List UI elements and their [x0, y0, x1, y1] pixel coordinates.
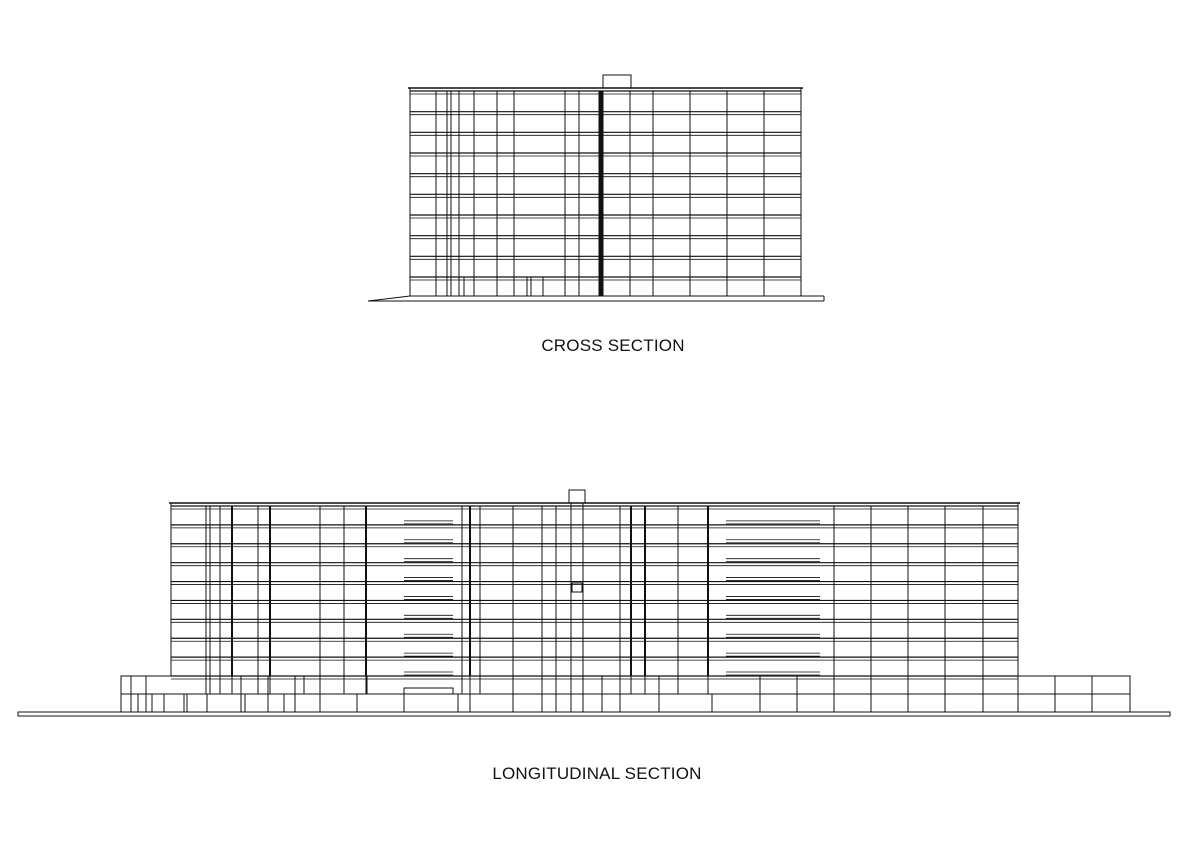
- long-core-box: [571, 582, 583, 593]
- longitudinal-section-drawing: [17, 489, 1171, 717]
- cross-section-caption: CROSS SECTION: [541, 336, 685, 355]
- cross-section-drawing: [367, 74, 825, 302]
- long-ground-plane: [17, 711, 1171, 717]
- long-podium-detail: [403, 687, 454, 695]
- longitudinal-section-caption: LONGITUDINAL SECTION: [492, 764, 702, 783]
- long-roof-penthouse: [568, 489, 586, 504]
- cross-roof-penthouse: [602, 74, 632, 89]
